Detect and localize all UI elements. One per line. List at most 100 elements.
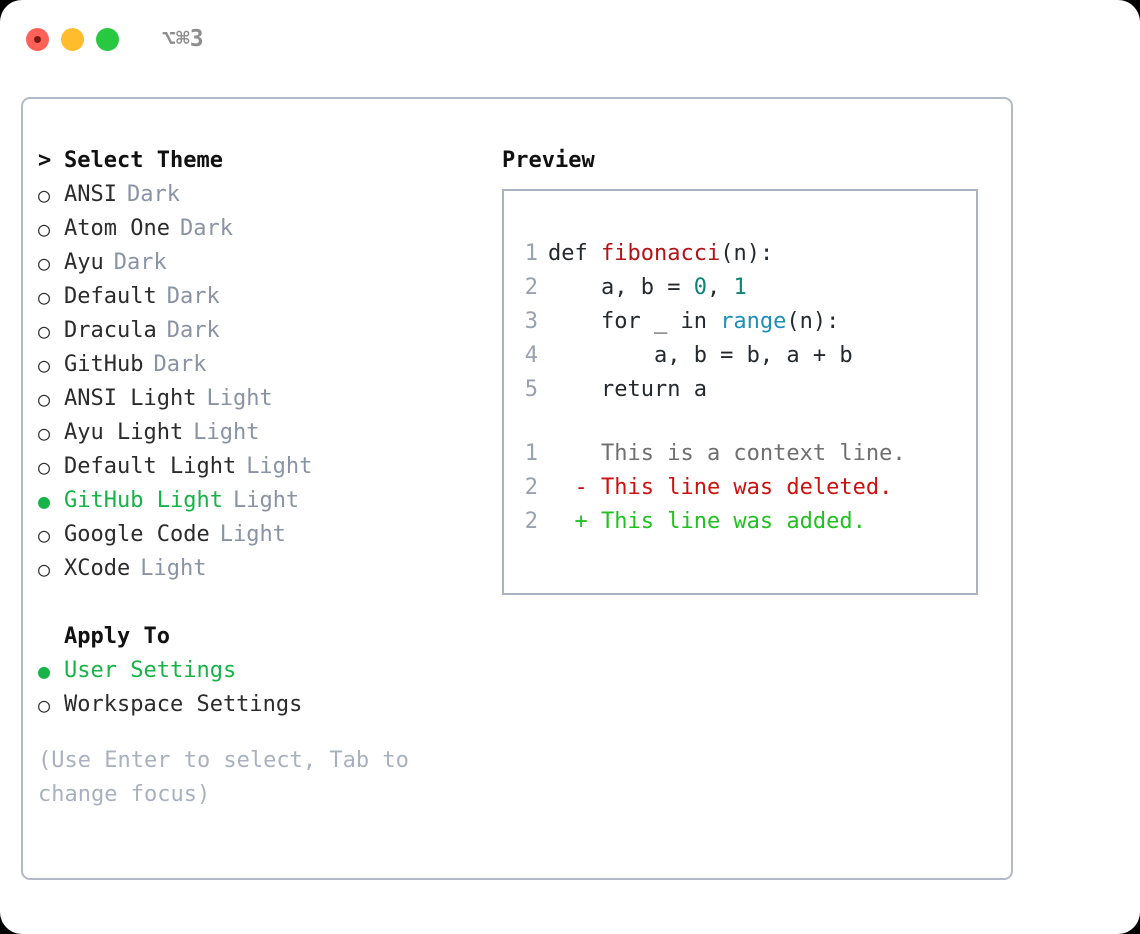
line-number: 1 xyxy=(524,241,538,266)
close-window-button[interactable] xyxy=(26,27,49,51)
radio-unselected-icon[interactable]: ○ xyxy=(38,353,51,377)
radio-unselected-icon[interactable]: ○ xyxy=(38,387,51,411)
keyboard-shortcut-label: ⌥⌘3 xyxy=(162,26,204,52)
select-theme-header-label: Select Theme xyxy=(64,148,223,173)
code-line-text: a, b = b, a + b xyxy=(548,339,853,373)
diff-line: 1 This is a context line. xyxy=(504,437,976,471)
theme-variant-label: Dark xyxy=(126,182,180,207)
radio-selected-icon[interactable]: ● xyxy=(38,489,51,513)
radio-unselected-icon[interactable]: ○ xyxy=(38,251,51,275)
line-number: 2 xyxy=(524,509,538,534)
theme-variant-label: Dark xyxy=(153,352,207,377)
code-token: def xyxy=(548,241,601,266)
radio-unselected-icon[interactable]: ○ xyxy=(38,217,51,241)
radio-unselected-icon[interactable]: ○ xyxy=(38,285,51,309)
theme-name: XCode xyxy=(64,556,131,581)
code-line-text: return a xyxy=(548,373,707,407)
code-token: a, b = b, a + b xyxy=(548,343,853,368)
diff-line-text: This is a context line. xyxy=(548,441,906,466)
theme-name: ANSI xyxy=(64,182,117,207)
keyboard-hint-text: (Use Enter to select, Tab to change focu… xyxy=(38,748,423,807)
code-line: 2 a, b = 0, 1 xyxy=(504,271,976,305)
line-number: 2 xyxy=(524,475,538,500)
theme-name: Dracula xyxy=(64,318,157,343)
code-line: 5 return a xyxy=(504,373,976,407)
theme-variant-label: Light xyxy=(219,522,286,547)
code-line: 3 for _ in range(n): xyxy=(504,305,976,339)
theme-name: GitHub Light xyxy=(64,488,223,513)
radio-unselected-icon[interactable]: ○ xyxy=(38,421,51,445)
theme-variant-label: Light xyxy=(232,488,300,513)
theme-list-item[interactable]: ○ Google Code Light xyxy=(38,518,488,552)
theme-name: Google Code xyxy=(64,522,210,547)
theme-list-item[interactable]: ○ ANSI Dark xyxy=(38,178,488,212)
theme-variant-label: Dark xyxy=(166,318,220,343)
code-line: 4 a, b = b, a + b xyxy=(504,339,976,373)
apply-to-header: >Apply To xyxy=(38,620,488,654)
line-number: 2 xyxy=(524,275,538,300)
code-line-text: a, b = 0, 1 xyxy=(548,271,747,305)
maximize-window-button[interactable] xyxy=(96,27,119,51)
theme-variant-label: Light xyxy=(206,386,273,411)
title-bar: ⌥⌘3 xyxy=(0,0,1140,78)
apply-to-item[interactable]: ○ Workspace Settings xyxy=(38,688,488,722)
theme-list-item[interactable]: ○ GitHub Dark xyxy=(38,348,488,382)
radio-unselected-icon[interactable]: ○ xyxy=(38,693,51,717)
diff-line-text: - This line was deleted. xyxy=(548,475,893,500)
diff-line: 2 + This line was added. xyxy=(504,505,976,539)
radio-unselected-icon[interactable]: ○ xyxy=(38,523,51,547)
theme-variant-label: Dark xyxy=(113,250,167,275)
apply-to-label: Workspace Settings xyxy=(64,692,303,717)
code-token: for _ in xyxy=(548,309,721,334)
section-spacer xyxy=(38,586,488,620)
apply-to-list: ● User Settings ○ Workspace Settings xyxy=(38,654,488,722)
code-token: a, b = xyxy=(548,275,694,300)
diff-sample: 1 This is a context line. 2 - This line w… xyxy=(504,437,976,539)
radio-unselected-icon[interactable]: ○ xyxy=(38,183,51,207)
apply-to-label: User Settings xyxy=(64,658,237,683)
theme-name: Atom One xyxy=(64,216,170,241)
code-token: 0 xyxy=(693,275,707,300)
radio-unselected-icon[interactable]: ○ xyxy=(38,455,51,479)
radio-unselected-icon[interactable]: ○ xyxy=(38,557,51,581)
traffic-light-buttons xyxy=(26,27,119,51)
code-diff-separator xyxy=(504,407,976,437)
code-line: 1 def fibonacci(n): xyxy=(504,237,976,271)
theme-name: Default Light xyxy=(64,454,237,479)
line-number: 1 xyxy=(524,441,538,466)
theme-variant-label: Dark xyxy=(166,284,220,309)
apply-to-header-label: Apply To xyxy=(64,624,170,649)
theme-name: GitHub xyxy=(64,352,144,377)
theme-list-item[interactable]: ● GitHub Light Light xyxy=(38,484,488,518)
code-token: fibonacci xyxy=(600,241,721,266)
code-token: (n): xyxy=(786,309,840,334)
radio-selected-icon[interactable]: ● xyxy=(38,659,51,683)
theme-list-item[interactable]: ○ Dracula Dark xyxy=(38,314,488,348)
diff-line-text: + This line was added. xyxy=(548,509,866,534)
line-number: 3 xyxy=(524,309,538,334)
code-token: (n): xyxy=(720,241,774,266)
theme-list-item[interactable]: ○ Default Dark xyxy=(38,280,488,314)
code-token: return a xyxy=(548,377,707,402)
caret-placeholder-icon: > xyxy=(38,620,64,654)
theme-name: Default xyxy=(64,284,157,309)
minimize-window-button[interactable] xyxy=(61,27,84,51)
code-token: range xyxy=(720,309,787,334)
radio-unselected-icon[interactable]: ○ xyxy=(38,319,51,343)
code-line-text: for _ in range(n): xyxy=(548,305,839,339)
theme-variant-label: Light xyxy=(193,420,260,445)
apply-to-item[interactable]: ● User Settings xyxy=(38,654,488,688)
select-theme-header: >Select Theme xyxy=(38,144,488,178)
